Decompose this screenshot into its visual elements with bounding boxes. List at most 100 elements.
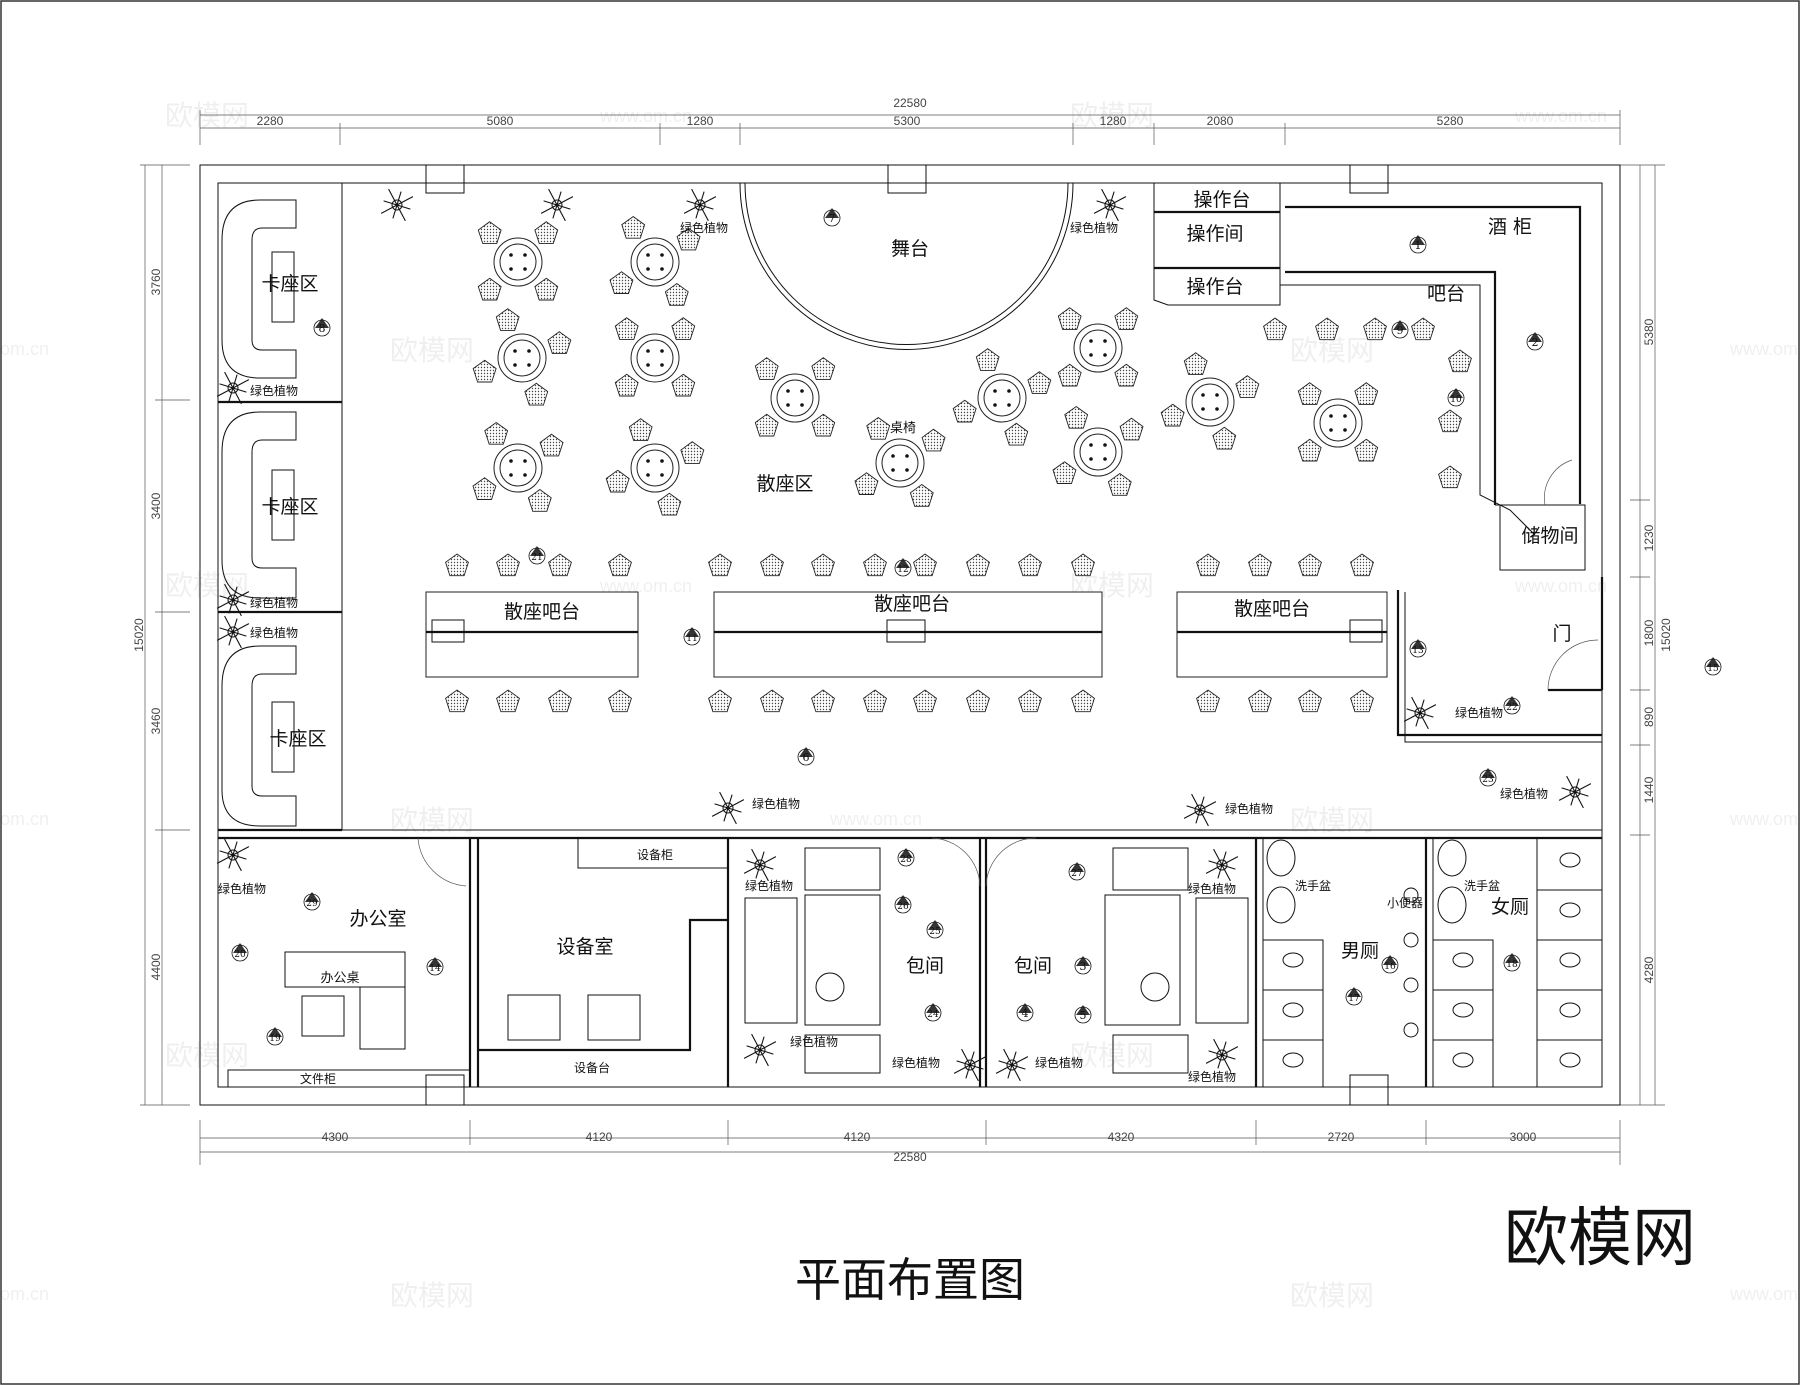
table-dot [1343, 414, 1347, 418]
bar-stool [966, 553, 990, 577]
lounge-area-label: 散座区 [756, 473, 813, 495]
bar-stool [811, 553, 835, 577]
table-dot [905, 454, 909, 458]
chair [1052, 461, 1077, 484]
chair [676, 227, 701, 251]
plant-label: 绿色植物 [250, 625, 298, 640]
plant-label: 绿色植物 [1225, 801, 1273, 816]
marker-3: 3 [1074, 956, 1092, 975]
womens-restroom-label: 女厕 [1491, 896, 1529, 918]
chair [628, 418, 653, 441]
table-dot [523, 473, 527, 477]
watermark-text: 欧模网 [390, 1280, 474, 1311]
dim-left-label: 4400 [149, 953, 163, 980]
stage-label: 舞台 [891, 238, 929, 260]
table-dot [786, 389, 790, 393]
dim-bottom-label: 4120 [586, 1130, 613, 1144]
plant-icon [1093, 188, 1127, 222]
bar-stool [1350, 689, 1374, 713]
round-table [472, 421, 564, 512]
chair [609, 271, 634, 294]
booth-area-label: 卡座区 [261, 496, 318, 518]
mens-restroom-label: 男厕 [1341, 940, 1379, 962]
table-dot [1089, 339, 1093, 343]
private-room-label: 包间 [1014, 955, 1052, 977]
equipment-cabinet-label: 设备柜 [637, 848, 673, 862]
stage: 舞台 [739, 182, 1074, 350]
chair [621, 215, 646, 239]
table-dot [646, 349, 650, 353]
chair [1297, 382, 1322, 405]
round-table [472, 308, 572, 406]
booth-area-label: 卡座区 [261, 273, 318, 295]
watermark-text: 欧模网 [165, 100, 249, 131]
table-dot [509, 459, 513, 463]
plant-icon [1403, 696, 1437, 730]
watermark-text: 欧模网 [1070, 1040, 1154, 1071]
marker-27: 27 [1068, 862, 1086, 881]
watermark-text: 欧模网 [1290, 805, 1374, 836]
marker-label: 20 [234, 950, 246, 960]
marker-label: 27 [1071, 869, 1083, 879]
chair [1057, 307, 1082, 330]
table-dot [646, 267, 650, 271]
bar-counter: 酒 柜 吧台 储物间 [1280, 182, 1603, 577]
marker-label: 19 [269, 1034, 281, 1044]
table-dot [523, 267, 527, 271]
operation-desk-label: 操作台 [1186, 276, 1243, 298]
table-dot [646, 363, 650, 367]
table-dot [509, 267, 513, 271]
marker-28: 28 [897, 848, 915, 867]
chair [472, 477, 497, 500]
marker-11: 11 [683, 627, 701, 646]
dim-left-total: 15020 [132, 618, 146, 652]
dim-top-label: 2080 [1207, 114, 1234, 128]
marker-label: 17 [1348, 994, 1360, 1004]
table-inner [1079, 433, 1117, 471]
bar-stool [1298, 553, 1322, 577]
bottom-rooms: 办公室 办公桌 文件柜 设备室 设备柜 设备台 包间 包间 [218, 829, 1602, 1088]
marker-10: 10 [1447, 388, 1465, 407]
marker-label: 29 [306, 899, 318, 909]
marker-21: 21 [528, 546, 546, 565]
bar-stool [1315, 317, 1339, 341]
watermark-url: www.om.cn [1729, 809, 1800, 829]
marker-label: 11 [686, 634, 697, 644]
lounge-bar-counters: 散座吧台 散座吧台 散座吧台 [425, 591, 1388, 678]
table-dot [646, 473, 650, 477]
bar-stool [1018, 689, 1042, 713]
plant-label: 绿色植物 [1500, 786, 1548, 801]
plant-icon [216, 615, 250, 649]
watermark-text: 欧模网 [390, 335, 474, 366]
table-inner [1079, 329, 1117, 367]
chair [754, 357, 779, 380]
marker-label: 25 [929, 927, 941, 937]
chair [534, 221, 559, 244]
dimension-right: 5380 1230 1800 890 1440 4280 15020 [1620, 164, 1673, 1106]
watermark-url: www.om.cn [1729, 339, 1800, 359]
plant-icon [1183, 793, 1217, 827]
chair [1119, 417, 1144, 441]
dim-top-label: 5280 [1437, 114, 1464, 128]
watermark-url: om.cn [0, 809, 49, 829]
dim-right-label: 1800 [1642, 619, 1656, 646]
table-inner [636, 243, 674, 281]
table-dot [1103, 457, 1107, 461]
marker-6: 6 [797, 747, 815, 766]
table-dot [905, 468, 909, 472]
dim-bottom-label: 2720 [1328, 1130, 1355, 1144]
round-table [614, 317, 696, 397]
dimension-bottom: 4300 4120 4120 4320 2720 3000 22580 [199, 1120, 1621, 1165]
chair [811, 357, 836, 380]
operation-desk-label: 操作台 [1193, 189, 1250, 211]
table-inner [499, 243, 537, 281]
watermark-url: www.om.cn [829, 809, 922, 829]
bar-stool [548, 553, 572, 577]
marker-label: 10 [1450, 395, 1462, 405]
file-cabinet-label: 文件柜 [300, 1071, 336, 1086]
plant-icon [953, 1048, 987, 1082]
table-dot [1201, 407, 1205, 411]
table-dot [993, 403, 997, 407]
table-dot [1329, 414, 1333, 418]
table-dot [513, 363, 517, 367]
